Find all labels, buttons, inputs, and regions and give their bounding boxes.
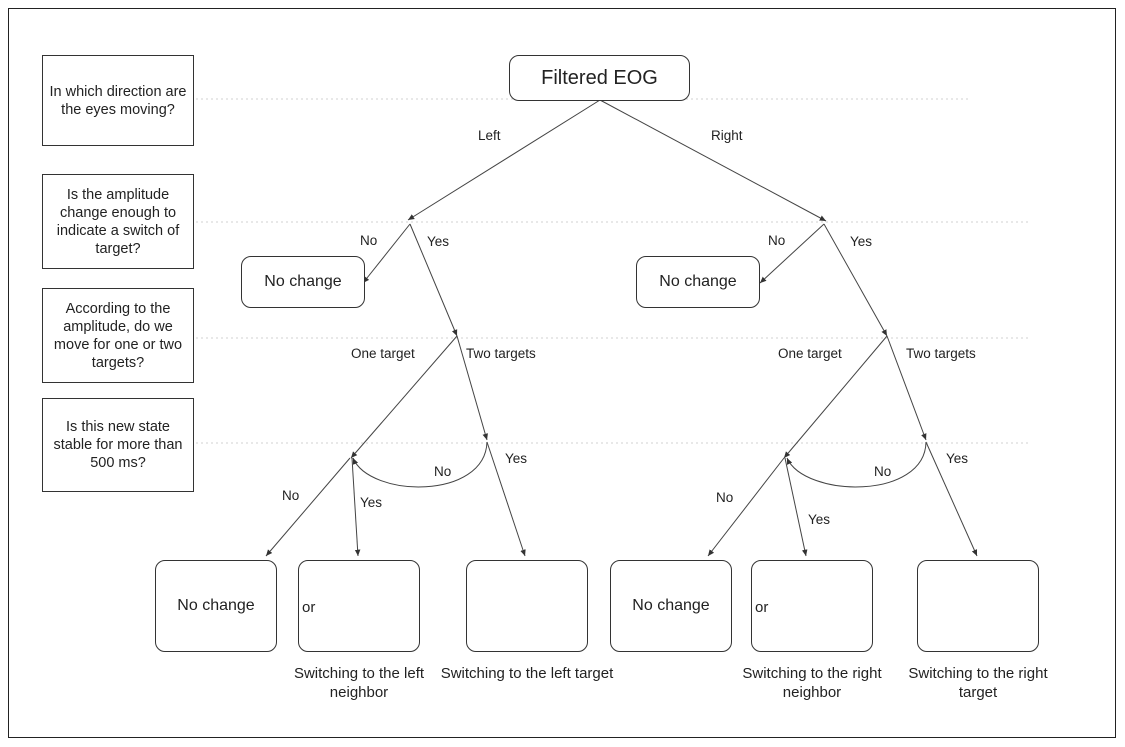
node-no-change-right-amplitude: No change	[636, 256, 760, 308]
edge-label-right-unstable-no: No	[716, 490, 734, 505]
node-left-target	[466, 560, 588, 652]
node-left-neighbor	[298, 560, 420, 652]
node-no-change-right-unstable: No change	[610, 560, 732, 652]
node-label: No change	[632, 597, 710, 614]
edge-label-left: Left	[478, 128, 501, 143]
caption-left-target: Switching to the left target	[440, 665, 614, 682]
edge-root-left	[407, 99, 601, 221]
question-amplitude-change: Is the amplitude change enough to indica…	[42, 174, 194, 269]
edge-left-one-target	[350, 335, 458, 459]
question-eye-direction: In which direction are the eyes moving?	[42, 55, 194, 146]
edge-label-right-two-targets: Two targets	[906, 346, 976, 361]
question-one-or-two-targets: According to the amplitude, do we move f…	[42, 288, 194, 383]
node-label: No change	[659, 273, 737, 290]
edge-left-two-targets	[456, 335, 488, 441]
caption-left-neighbor: Switching to the left neighbor	[293, 665, 425, 701]
edge-right-two-targets	[886, 335, 927, 441]
edge-right-one-target	[783, 335, 888, 459]
edge-right-no	[759, 223, 825, 284]
caption-right-neighbor: Switching to the right neighbor	[742, 665, 882, 701]
edge-label-left-target-yes: Yes	[505, 451, 528, 466]
diagram-frame	[8, 8, 1116, 738]
node-label: No change	[177, 597, 255, 614]
edge-label-right-no: No	[768, 233, 786, 248]
edge-left-stable-yes	[351, 457, 361, 557]
node-right-neighbor	[751, 560, 873, 652]
edge-label-right: Right	[711, 128, 743, 143]
edge-right-target-yes	[925, 441, 978, 557]
caption-right-target: Switching to the right target	[908, 665, 1048, 701]
edge-label-right-stable-yes: Yes	[808, 512, 831, 527]
node-right-target	[917, 560, 1039, 652]
edge-label-right-loop-no: No	[874, 464, 892, 479]
edge-left-no	[362, 223, 411, 284]
edge-left-yes	[409, 223, 458, 337]
edge-label-left-stable-yes: Yes	[360, 495, 383, 510]
node-no-change-left-amplitude: No change	[241, 256, 365, 308]
edge-label-left-one-target: One target	[351, 346, 415, 361]
question-state-stable: Is this new state stable for more than 5…	[42, 398, 194, 492]
node-filtered-eog-label: Filtered EOG	[541, 66, 658, 89]
edge-label-left-no: No	[360, 233, 378, 248]
or-label-left: or	[302, 599, 316, 616]
edge-right-yes	[823, 223, 888, 337]
node-no-change-left-unstable: No change	[155, 560, 277, 652]
edge-root-right	[599, 99, 827, 222]
edge-label-left-unstable-no: No	[282, 488, 300, 503]
edge-label-left-loop-no: No	[434, 464, 452, 479]
edge-label-right-yes: Yes	[850, 234, 873, 249]
edge-left-two-no-loop	[352, 441, 488, 488]
node-label: No change	[264, 273, 342, 290]
node-filtered-eog: Filtered EOG	[509, 55, 690, 101]
edge-label-right-target-yes: Yes	[946, 451, 969, 466]
edge-right-unstable-no	[707, 457, 785, 557]
edge-label-left-yes: Yes	[427, 234, 450, 249]
or-label-right: or	[755, 599, 769, 616]
edge-left-unstable-no	[265, 457, 351, 557]
edge-label-right-one-target: One target	[778, 346, 842, 361]
edge-right-stable-yes	[784, 457, 808, 557]
edge-label-left-two-targets: Two targets	[466, 346, 536, 361]
edge-left-target-yes	[486, 441, 526, 557]
edge-right-two-no-loop	[786, 441, 927, 488]
